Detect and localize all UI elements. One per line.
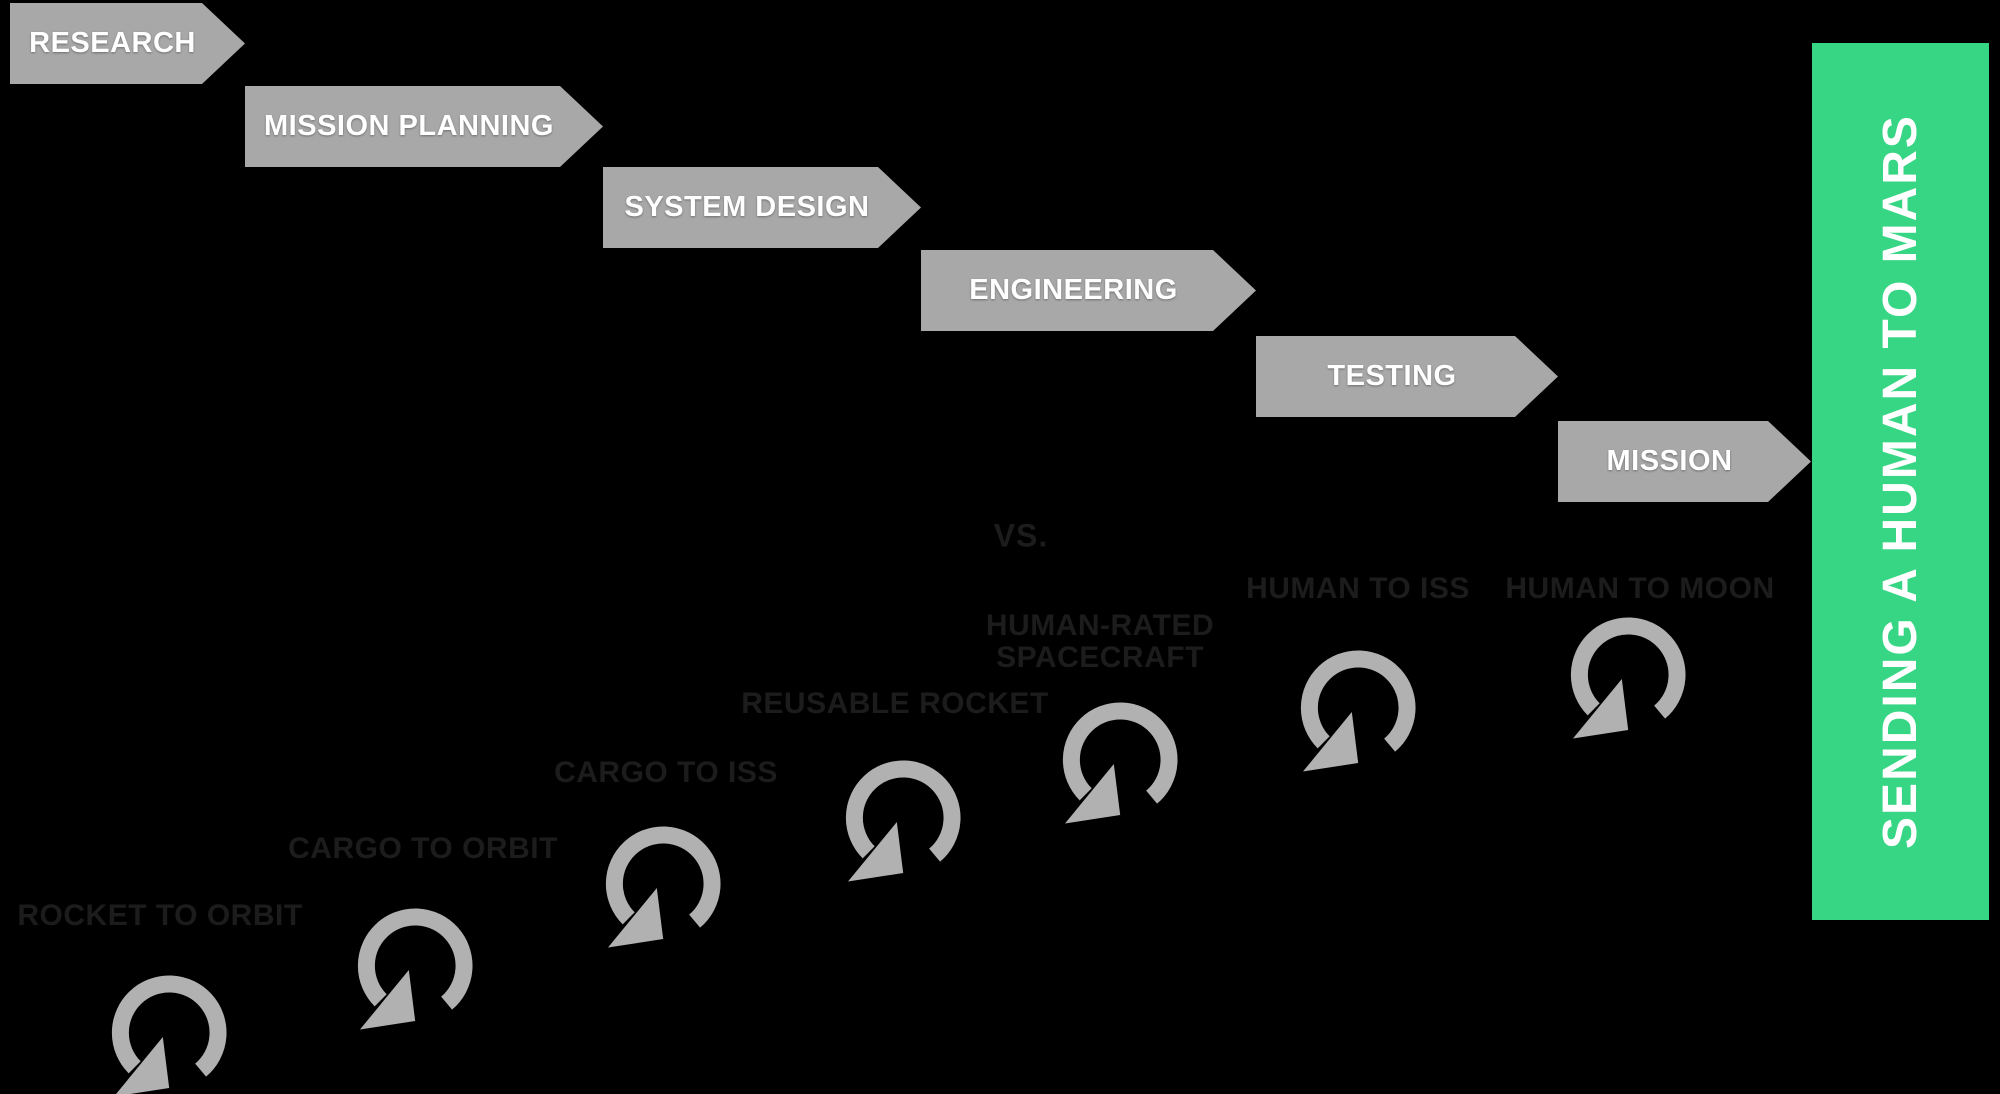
goal-banner: SENDING A HUMAN TO MARS	[1812, 43, 1989, 920]
iteration-label-reusable-rocket: REUSABLE ROCKET	[741, 687, 1049, 720]
iteration-loop-icon	[831, 752, 969, 890]
iteration-loop-icon	[1286, 642, 1424, 780]
iteration-label-cargo-to-orbit: CARGO TO ORBIT	[288, 832, 558, 865]
iteration-loop-icon	[97, 967, 235, 1094]
iteration-loop-icon	[591, 818, 729, 956]
iteration-label-human-rated-spacecraft: HUMAN-RATED SPACECRAFT	[985, 609, 1215, 674]
iteration-label-cargo-to-iss: CARGO TO ISS	[554, 756, 778, 789]
stage-label: SYSTEM DESIGN	[624, 191, 870, 223]
stage-label: ENGINEERING	[969, 274, 1178, 306]
iteration-loop-icon	[343, 900, 481, 1038]
iteration-loop-icon	[1556, 609, 1694, 747]
stage-label: MISSION PLANNING	[264, 110, 554, 142]
stage-label: TESTING	[1327, 360, 1457, 392]
waterfall-stage-testing: TESTING	[1256, 336, 1558, 417]
waterfall-stage-system-design: SYSTEM DESIGN	[603, 167, 921, 248]
versus-label: VS.	[993, 517, 1049, 554]
iteration-label-human-to-moon: HUMAN TO MOON	[1505, 572, 1775, 605]
iteration-label-rocket-to-orbit: ROCKET TO ORBIT	[17, 899, 303, 932]
waterfall-stage-engineering: ENGINEERING	[921, 250, 1256, 331]
waterfall-stage-mission: MISSION	[1558, 421, 1811, 502]
stage-label: RESEARCH	[29, 27, 196, 59]
waterfall-stage-mission-planning: MISSION PLANNING	[245, 86, 603, 167]
waterfall-stage-research: RESEARCH	[10, 3, 245, 84]
iteration-loop-icon	[1048, 694, 1186, 832]
iteration-label-human-to-iss: HUMAN TO ISS	[1246, 572, 1470, 605]
stage-label: MISSION	[1606, 445, 1733, 477]
goal-banner-label: SENDING A HUMAN TO MARS	[1874, 114, 1927, 849]
